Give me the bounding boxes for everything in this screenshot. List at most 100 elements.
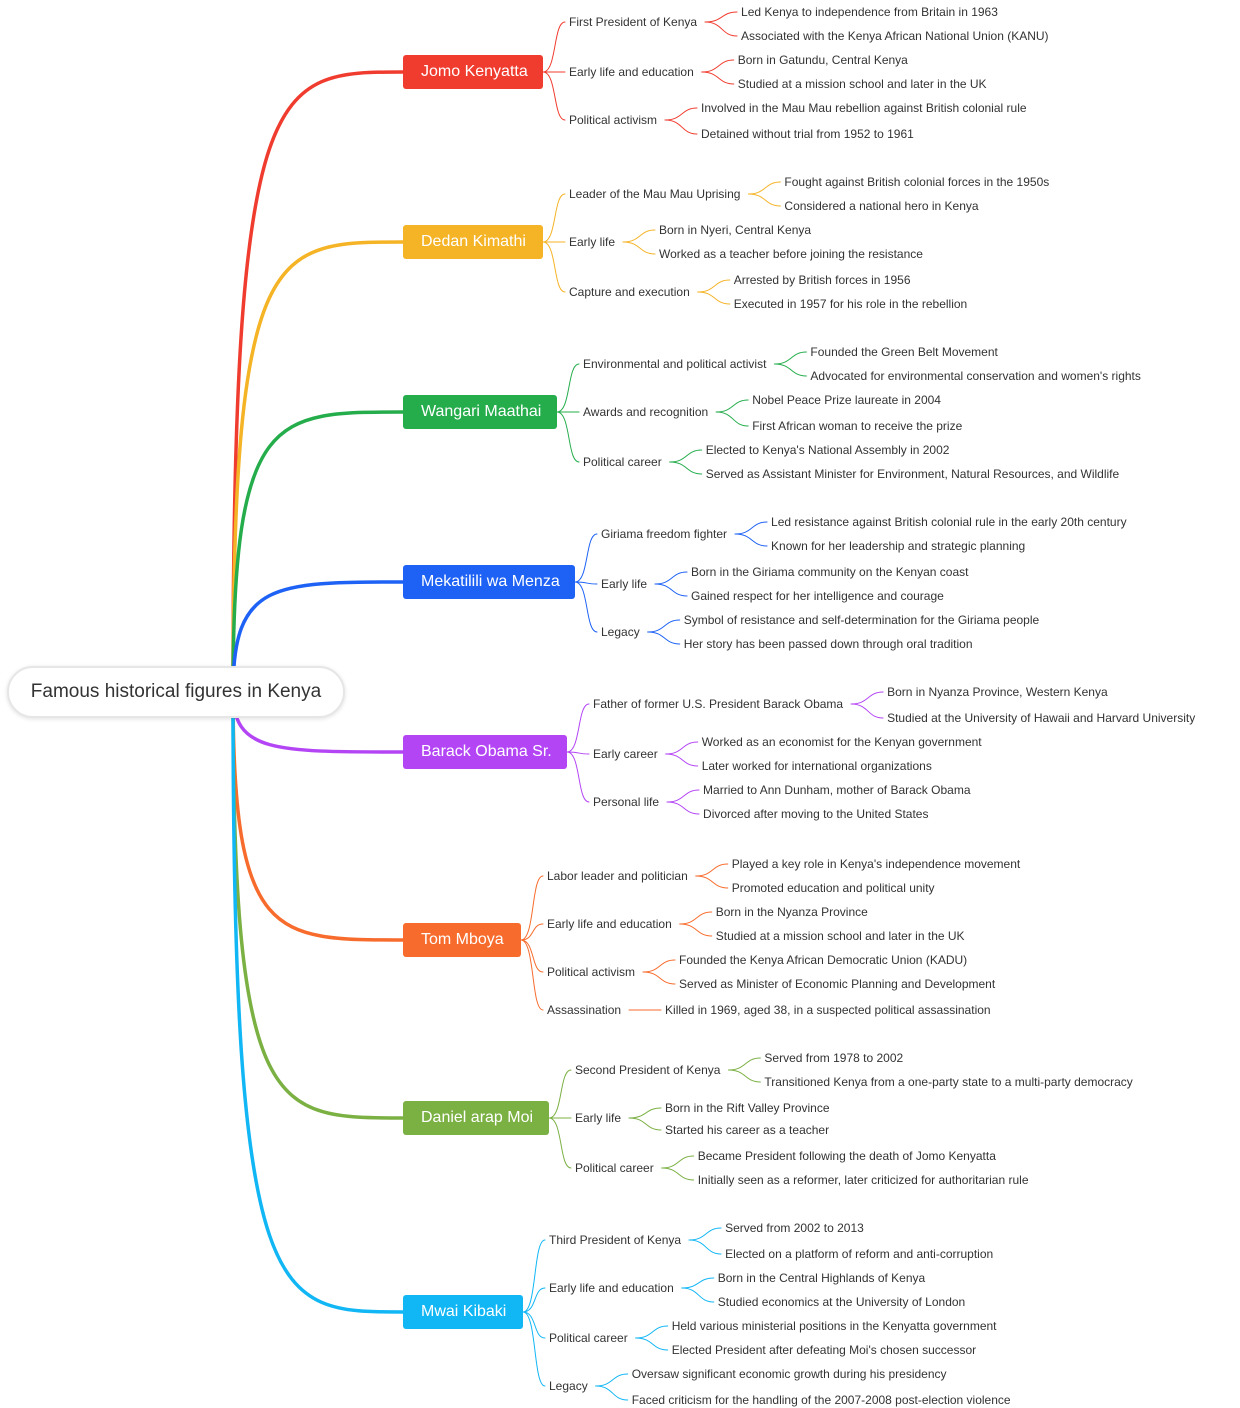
subtopic-label[interactable]: First President of Kenya (569, 15, 698, 29)
leaf-label[interactable]: Born in the Nyanza Province (715, 905, 868, 919)
subtopic-connector (574, 581, 598, 585)
subtopic-label[interactable]: Early life (601, 577, 648, 591)
topic-wangari-maathai[interactable]: Wangari Maathai (403, 395, 557, 429)
leaf-label[interactable]: Gained respect for her intelligence and … (691, 589, 944, 603)
leaf-label[interactable]: Founded the Kenya African Democratic Uni… (679, 953, 968, 967)
subtopic-label[interactable]: Assassination (547, 1003, 622, 1017)
leaf-label[interactable]: Born in the Central Highlands of Kenya (717, 1271, 926, 1285)
leaf-label[interactable]: Symbol of resistance and self-determinat… (683, 613, 1040, 627)
leaf-label[interactable]: Advocated for environmental conservation… (810, 369, 1141, 383)
leaf-label[interactable]: Promoted education and political unity (731, 881, 935, 895)
subtopic-label[interactable]: Labor leader and politician (547, 869, 688, 883)
leaf-label[interactable]: Born in the Rift Valley Province (665, 1101, 830, 1115)
leaf-label[interactable]: Held various ministerial positions in th… (671, 1319, 997, 1333)
leaf-label[interactable]: First African woman to receive the prize (752, 419, 963, 433)
leaf-label[interactable]: Served from 2002 to 2013 (725, 1221, 864, 1235)
leaf-connector (635, 1325, 669, 1339)
topic-daniel-arap-moi[interactable]: Daniel arap Moi (403, 1101, 549, 1135)
branch-connector (231, 690, 405, 1314)
subtopic-label[interactable]: Legacy (549, 1379, 588, 1393)
subtopic-label[interactable]: Political activism (569, 113, 658, 127)
leaf-label[interactable]: Led resistance against British colonial … (771, 515, 1127, 529)
subtopic-label[interactable]: Father of former U.S. President Barack O… (593, 697, 844, 711)
leaf-label[interactable]: Elected to Kenya's National Assembly in … (705, 443, 950, 457)
leaf-label[interactable]: Married to Ann Dunham, mother of Barack … (703, 783, 971, 797)
subtopic-label[interactable]: Early life (575, 1111, 622, 1125)
leaf-connector (679, 911, 713, 925)
topic-mwai-kibaki[interactable]: Mwai Kibaki (403, 1295, 523, 1329)
topic-tom-mboya[interactable]: Tom Mboya (403, 923, 521, 957)
leaf-label[interactable]: Executed in 1957 for his role in the reb… (733, 297, 968, 311)
leaf-connector (697, 279, 731, 293)
leaf-label[interactable]: Became President following the death of … (697, 1149, 996, 1163)
leaf-label[interactable]: Worked as an economist for the Kenyan go… (701, 735, 982, 749)
subtopic-label[interactable]: Political career (583, 455, 662, 469)
subtopic-label[interactable]: Awards and recognition (583, 405, 709, 419)
leaf-label[interactable]: Her story has been passed down through o… (683, 637, 973, 651)
topic-mekatilili-wa-menza[interactable]: Mekatilili wa Menza (403, 565, 575, 599)
leaf-label[interactable]: Served from 1978 to 2002 (764, 1051, 904, 1065)
subtopic-label[interactable]: Early life and education (549, 1281, 674, 1295)
leaf-label[interactable]: Born in Gatundu, Central Kenya (737, 53, 908, 67)
leaf-label[interactable]: Faced criticism for the handling of the … (631, 1393, 1011, 1407)
leaf-label[interactable]: Served as Minister of Economic Planning … (679, 977, 996, 991)
leaf-label[interactable]: Initially seen as a reformer, later crit… (697, 1173, 1029, 1187)
leaf-connector (747, 181, 781, 195)
subtopic-label[interactable]: Early career (593, 747, 658, 761)
leaf-label[interactable]: Born in the Giriama community on the Ken… (691, 565, 969, 579)
subtopic-connector (574, 581, 598, 633)
leaf-label[interactable]: Later worked for international organizat… (701, 759, 932, 773)
subtopic-label[interactable]: Leader of the Mau Mau Uprising (569, 187, 741, 201)
leaf-label[interactable]: Arrested by British forces in 1956 (733, 273, 911, 287)
subtopic-label[interactable]: Giriama freedom fighter (601, 527, 728, 541)
leaf-label[interactable]: Led Kenya to independence from Britain i… (741, 5, 998, 19)
subtopic-label[interactable]: Environmental and political activist (583, 357, 767, 371)
leaf-label[interactable]: Considered a national hero in Kenya (784, 199, 979, 213)
leaf-label[interactable]: Worked as a teacher before joining the r… (659, 247, 923, 261)
subtopic-label[interactable]: Second President of Kenya (575, 1063, 721, 1077)
leaf-connector (628, 1107, 662, 1119)
leaf-connector (701, 71, 735, 85)
subtopic-connector (520, 923, 544, 941)
subtopic-label[interactable]: Early life (569, 235, 616, 249)
subtopic-label[interactable]: Capture and execution (569, 285, 690, 299)
leaf-label[interactable]: Studied economics at the University of L… (717, 1295, 966, 1309)
subtopic-label[interactable]: Political activism (547, 965, 636, 979)
leaf-label[interactable]: Born in Nyeri, Central Kenya (659, 223, 812, 237)
subtopic-label[interactable]: Political career (575, 1161, 654, 1175)
leaf-connector (773, 363, 807, 377)
subtopic-label[interactable]: Third President of Kenya (549, 1233, 682, 1247)
leaf-label[interactable]: Involved in the Mau Mau rebellion agains… (701, 101, 1027, 115)
subtopic-label[interactable]: Personal life (593, 795, 660, 809)
leaf-label[interactable]: Fought against British colonial forces i… (784, 175, 1050, 189)
root-topic[interactable]: Famous historical figures in Kenya (7, 666, 345, 718)
subtopic-label[interactable]: Early life and education (547, 917, 672, 931)
branch-connector (231, 410, 405, 694)
leaf-label[interactable]: Born in Nyanza Province, Western Kenya (887, 685, 1108, 699)
leaf-label[interactable]: Played a key role in Kenya's independenc… (731, 857, 1021, 871)
leaf-label[interactable]: Founded the Green Belt Movement (810, 345, 998, 359)
leaf-label[interactable]: Known for her leadership and strategic p… (771, 539, 1026, 553)
leaf-label[interactable]: Elected on a platform of reform and anti… (725, 1247, 994, 1261)
subtopic-label[interactable]: Legacy (601, 625, 640, 639)
subtopic-label[interactable]: Political career (549, 1331, 628, 1345)
leaf-label[interactable]: Elected President after defeating Moi's … (671, 1343, 977, 1357)
leaf-label[interactable]: Divorced after moving to the United Stat… (703, 807, 929, 821)
topic-barack-obama-sr[interactable]: Barack Obama Sr. (403, 735, 567, 769)
leaf-label[interactable]: Studied at the University of Hawaii and … (887, 711, 1196, 725)
leaf-label[interactable]: Served as Assistant Minister for Environ… (705, 467, 1120, 481)
topic-jomo-kenyatta[interactable]: Jomo Kenyatta (403, 55, 543, 89)
leaf-label[interactable]: Detained without trial from 1952 to 1961 (701, 127, 914, 141)
leaf-label[interactable]: Started his career as a teacher (665, 1123, 830, 1137)
leaf-label[interactable]: Oversaw significant economic growth duri… (631, 1367, 947, 1381)
leaf-connector (661, 1155, 695, 1169)
leaf-label[interactable]: Studied at a mission school and later in… (737, 77, 987, 91)
leaf-label[interactable]: Transitioned Kenya from a one-party stat… (764, 1075, 1133, 1089)
subtopic-label[interactable]: Early life and education (569, 65, 694, 79)
leaf-label[interactable]: Killed in 1969, aged 38, in a suspected … (665, 1003, 991, 1017)
topic-dedan-kimathi[interactable]: Dedan Kimathi (403, 225, 543, 259)
leaf-label[interactable]: Associated with the Kenya African Nation… (741, 29, 1049, 43)
leaf-label[interactable]: Nobel Peace Prize laureate in 2004 (752, 393, 941, 407)
leaf-label[interactable]: Studied at a mission school and later in… (715, 929, 965, 943)
